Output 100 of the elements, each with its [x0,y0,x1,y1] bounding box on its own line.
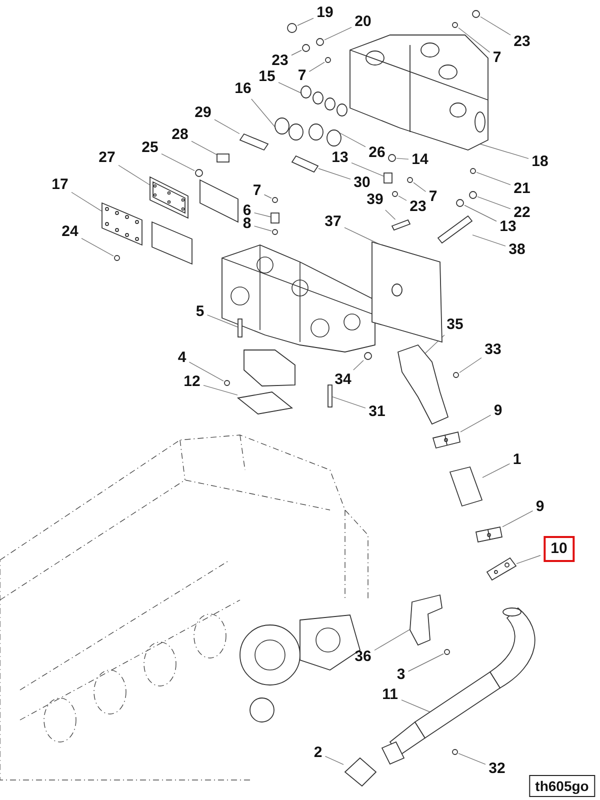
callout-number: 24 [60,223,80,241]
leader-line [472,234,506,246]
callout-number: 3 [396,666,406,684]
screw-drawing [114,255,120,261]
callout-number: 12 [182,373,202,391]
leader-line [161,154,195,172]
leader-line [396,158,409,160]
nut-drawing [452,749,458,755]
leader-line [458,753,486,765]
screw-drawing [224,380,230,386]
leader-line [338,132,366,148]
leader-line [251,98,276,128]
callout-number: 23 [270,52,290,70]
callout-number: 19 [316,4,334,22]
leader-line [480,144,529,159]
leader-line [458,27,490,53]
leader-line [318,168,351,180]
clamp-drawing [486,558,516,580]
plug-drawing [287,23,297,33]
leader-line [464,204,497,222]
callout-number: 39 [366,191,384,209]
leader-line [214,119,240,134]
callout-number: 33 [484,341,502,359]
bolt-drawing [444,649,450,655]
leader-line [480,16,511,36]
callout-number: 11 [381,686,399,704]
callout-number: 34 [334,371,352,389]
washer-drawing [470,168,476,174]
leader-line [460,414,492,432]
sleeve-drawing [450,466,482,506]
drawing-number: th605go [529,775,595,797]
callout-number: 5 [194,303,206,321]
leader-line [188,362,224,382]
fitting-drawing [271,213,279,223]
leader-line [264,194,272,199]
leader-line [81,238,114,256]
leader-line [516,555,541,564]
callout-number: 23 [512,33,532,51]
leader-line [459,357,482,373]
leader-line [118,164,150,186]
leader-line [254,212,271,218]
leader-line [477,196,511,210]
leader-line [297,18,314,26]
nut-drawing [469,191,477,199]
leader-line [254,226,272,232]
callout-number: 7 [252,182,262,200]
callout-number: 21 [512,180,532,198]
callout-number: 7 [492,49,502,67]
callout-number: 31 [368,403,386,421]
callout-number: 2 [312,744,324,762]
screw-drawing [453,372,459,378]
callout-number: 8 [242,215,252,233]
callout-number: 17 [50,176,70,194]
leader-line [401,700,430,712]
nut-drawing [302,44,310,52]
leader-line [353,360,364,370]
callout-number: 16 [234,80,252,98]
fork-drawing [240,134,268,150]
leader-line [203,384,238,396]
exhaust-pipe-drawing [414,672,500,738]
o-ring-drawing [388,154,396,162]
leader-line [308,62,325,72]
fork-drawing [292,156,318,172]
bolt-drawing [328,385,332,407]
pin-drawing [272,229,278,235]
callout-number: 29 [194,104,212,122]
leader-line [191,140,217,155]
flange-drawing [344,758,376,786]
leader-line [413,182,426,192]
clamp-drawing [432,432,460,448]
callout-number: 14 [410,151,430,169]
callout-number: 13 [330,149,350,167]
leader-line [374,629,410,651]
callout-number: 35 [446,316,464,334]
leader-line [351,162,384,176]
callout-number: 4 [176,349,188,367]
leader-line [476,172,511,186]
callout-number: 30 [352,174,372,192]
plate-drawing [372,242,442,342]
callout-number: 10 [544,536,574,562]
callout-number: 7 [296,67,308,85]
callout-number: 15 [258,68,276,86]
leader-line [324,756,344,765]
callout-number: 7 [428,188,438,206]
callout-number: 27 [98,149,116,167]
callout-number: 9 [534,498,546,516]
bolt-drawing [238,319,242,337]
callout-number: 23 [408,198,428,216]
nut-drawing [456,199,464,207]
callout-number: 1 [512,451,522,469]
callout-number: 37 [324,213,342,231]
leader-line [502,510,534,528]
bolt-drawing [392,220,410,230]
pin-drawing [217,154,229,162]
callout-number: 9 [492,402,504,420]
callout-number: 20 [354,13,372,31]
pin-drawing [407,177,413,183]
leader-line [278,82,302,94]
callout-number: 18 [530,153,550,171]
clamp-drawing [476,526,502,542]
